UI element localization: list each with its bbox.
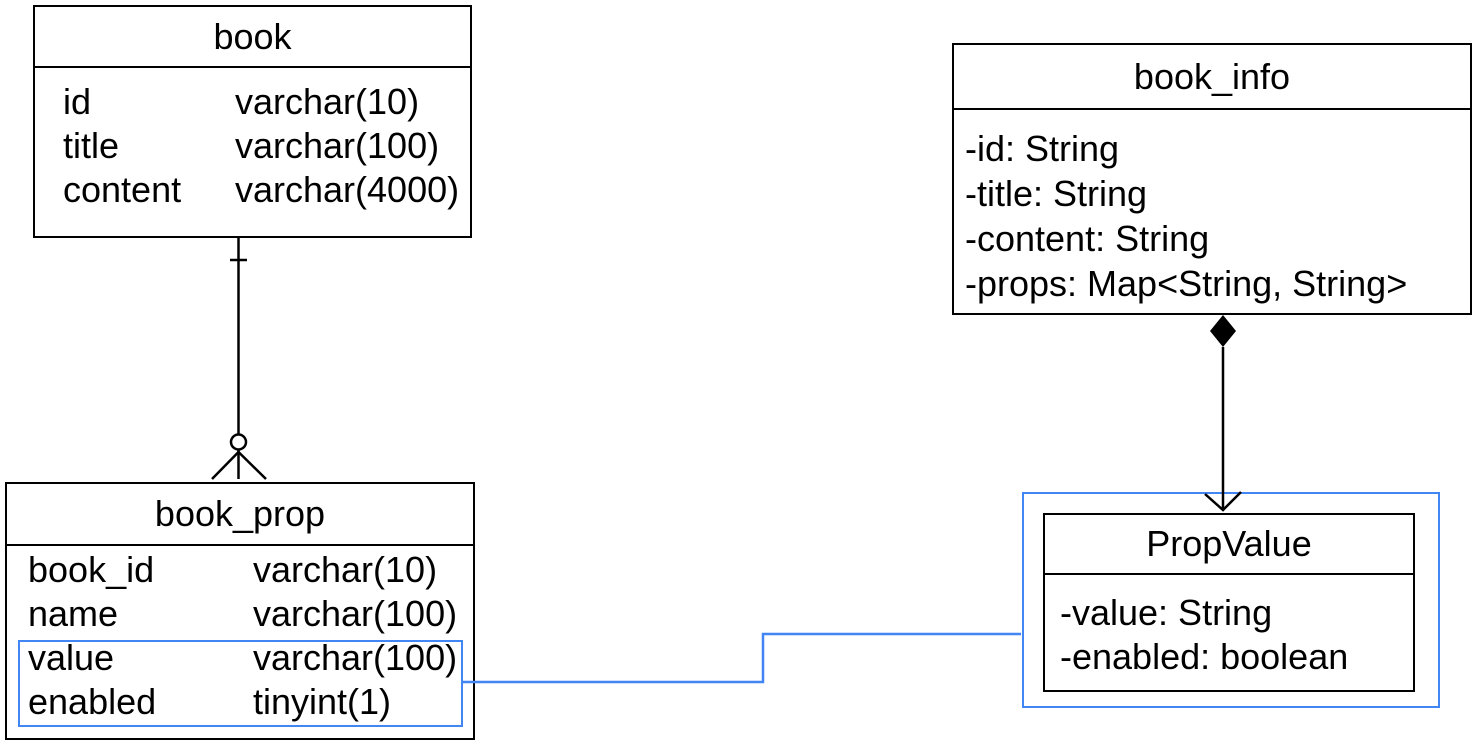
class-title: PropValue [1045, 515, 1413, 575]
column-type: varchar(10) [235, 81, 420, 122]
highlight-box-rows [18, 640, 463, 727]
column-name: title [63, 125, 120, 166]
column-type: varchar(100) [253, 593, 458, 634]
uml-class-propvalue: PropValue -value: String -enabled: boole… [1043, 513, 1415, 692]
column-type: varchar(100) [235, 125, 440, 166]
table-row-highlighted: enabled tinyint(1) [28, 680, 473, 724]
column-type: varchar(10) [253, 549, 438, 590]
table-row: content varchar(4000) [63, 168, 470, 212]
crow-foot-icon [237, 451, 267, 480]
class-attributes: -id: String -title: String -content: Str… [954, 110, 1470, 306]
relationship-book-book-prop [211, 238, 267, 480]
table-columns: id varchar(10) title varchar(100) conten… [35, 68, 470, 212]
highlight-connector-line [463, 632, 1021, 684]
class-attribute: -content: String [965, 218, 1210, 259]
table-row: id varchar(10) [63, 80, 470, 124]
column-name: content [63, 169, 182, 210]
relationship-book-info-propvalue [1204, 315, 1242, 512]
column-name: enabled [28, 681, 157, 722]
class-attribute: -value: String [1060, 592, 1273, 633]
class-attributes: -value: String -enabled: boolean [1045, 575, 1413, 679]
class-attribute: -props: Map<String, String> [965, 263, 1408, 304]
column-type: varchar(4000) [235, 169, 460, 210]
column-type: varchar(100) [253, 637, 458, 678]
column-name: name [28, 593, 119, 634]
table-title: book_prop [7, 484, 473, 546]
composition-diamond-icon [1210, 315, 1236, 347]
zero-circle-icon [229, 433, 248, 451]
uml-class-book-info: book_info -id: String -title: String -co… [952, 43, 1472, 315]
table-row: name varchar(100) [28, 592, 473, 636]
class-attribute: -id: String [965, 128, 1120, 169]
class-attribute: -title: String [965, 173, 1148, 214]
column-name: value [28, 637, 115, 678]
table-row: title varchar(100) [63, 124, 470, 168]
column-type: tinyint(1) [253, 681, 392, 722]
table-columns: book_id varchar(10) name varchar(100) va… [7, 546, 473, 724]
class-attribute: -enabled: boolean [1060, 636, 1349, 677]
column-name: id [63, 81, 92, 122]
crow-foot-icon [211, 451, 240, 480]
table-row: book_id varchar(10) [28, 548, 473, 592]
class-title: book_info [954, 45, 1470, 110]
column-name: book_id [28, 549, 155, 590]
er-table-book: book id varchar(10) title varchar(100) c… [33, 5, 472, 238]
table-row-highlighted: value varchar(100) [28, 636, 473, 680]
table-title: book [35, 7, 470, 68]
er-table-book-prop: book_prop book_id varchar(10) name varch… [5, 482, 475, 740]
